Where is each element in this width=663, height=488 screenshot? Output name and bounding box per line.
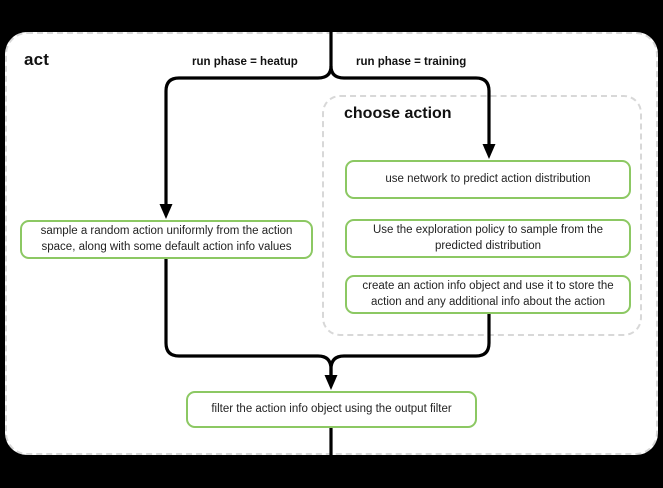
node-filter-action-info[interactable]: filter the action info object using the … bbox=[186, 391, 477, 428]
node-exploration-policy[interactable]: Use the exploration policy to sample fro… bbox=[345, 219, 631, 258]
page-title: act bbox=[24, 50, 50, 69]
node-create-action-info[interactable]: create an action info object and use it … bbox=[345, 275, 631, 314]
branch-label-training: run phase = training bbox=[356, 56, 467, 68]
node-sample-random-action[interactable]: sample a random action uniformly from th… bbox=[20, 220, 313, 259]
choose-action-group-title: choose action bbox=[344, 105, 452, 122]
branch-label-heatup: run phase = heatup bbox=[192, 56, 298, 68]
node-use-network[interactable]: use network to predict action distributi… bbox=[345, 160, 631, 199]
